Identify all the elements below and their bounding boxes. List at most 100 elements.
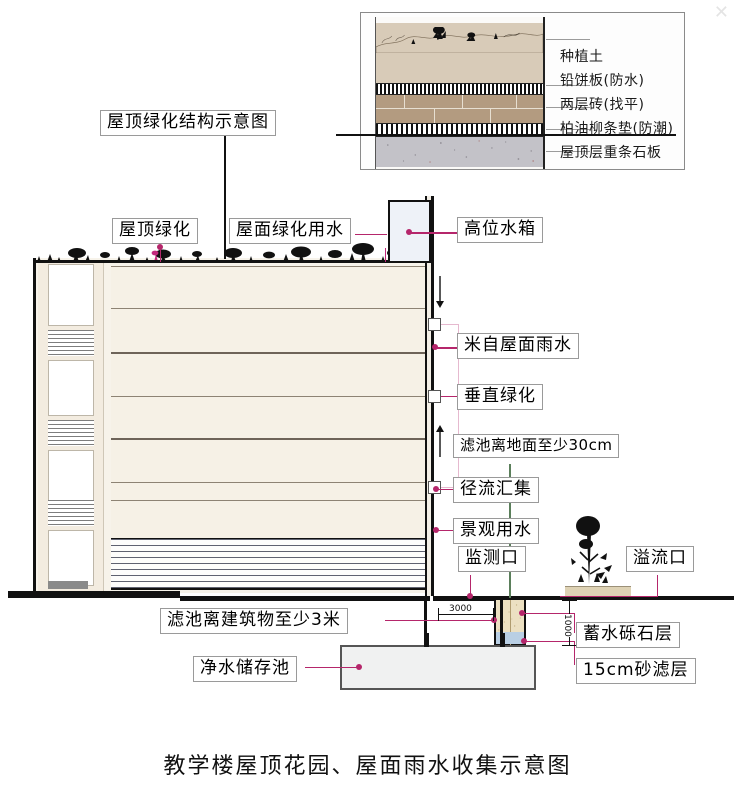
leader-vertical-greening xyxy=(441,396,458,397)
callout-roof-structure-caption: 屋顶绿化结构示意图 xyxy=(100,110,276,136)
leader-dot xyxy=(491,617,497,623)
cistern-inlet-pipe xyxy=(424,633,429,647)
caption-connector-horizontal xyxy=(336,134,676,136)
detail-layer-lead-board xyxy=(376,83,543,95)
stair-core xyxy=(38,260,104,591)
callout-high-water-tank: 高位水箱 xyxy=(457,217,543,243)
leader-roof-rainwater xyxy=(435,347,458,349)
leader-dot xyxy=(432,344,438,350)
clean-water-storage-tank xyxy=(340,645,536,690)
detail-layer-stone-slab xyxy=(376,137,543,167)
figure-title: 教学楼屋顶花园、屋面雨水收集示意图 xyxy=(163,754,572,779)
stair-louver xyxy=(48,420,94,446)
stair-louver xyxy=(48,330,94,356)
callout-overflow-port: 溢流口 xyxy=(626,546,694,572)
detail-layer-brick xyxy=(376,95,543,123)
detail-label-stone-slab: 屋顶层重条石板 xyxy=(560,145,662,161)
planting-bed xyxy=(565,586,631,596)
leader-bracket-bot xyxy=(441,487,459,488)
dimension-3000-value: 3000 xyxy=(448,604,473,614)
callout-monitoring-port: 监测口 xyxy=(458,546,526,572)
filter-to-cistern-pipe xyxy=(500,600,503,636)
callout-roof-greening: 屋顶绿化 xyxy=(112,218,198,244)
flow-up-arrow-icon xyxy=(436,425,444,457)
cistern-outlet-pipe xyxy=(500,633,505,647)
facade-floor xyxy=(111,500,433,538)
leader-monitoring-port xyxy=(470,575,471,597)
detail-label-brick: 两层砖(找平) xyxy=(560,97,645,113)
stair-base xyxy=(48,581,88,589)
facade-louver-band xyxy=(111,538,433,590)
callout-vertical-greening: 垂直绿化 xyxy=(457,384,543,410)
leader-sand-v xyxy=(574,641,575,665)
callout-from-roof-rainwater: 米自屋面雨水 xyxy=(457,333,579,359)
leader-bracket-link xyxy=(458,324,459,397)
leader-dot xyxy=(433,486,439,492)
downfeed-pipe xyxy=(424,600,427,636)
leader-gravel-v xyxy=(574,613,575,633)
callout-runoff-collection: 径流汇集 xyxy=(453,477,539,503)
callout-landscape-water: 景观用水 xyxy=(453,518,539,544)
facade-floor xyxy=(111,396,433,438)
stair-window xyxy=(48,530,94,586)
callout-roof-greening-water: 屋面绿化用水 xyxy=(229,218,351,244)
flow-down-arrow-icon xyxy=(436,276,444,308)
dimension-1000-value: 1000 xyxy=(561,614,573,637)
detail-leader-soil xyxy=(546,39,590,40)
slab-speckle-texture xyxy=(387,140,535,163)
facade-floor xyxy=(111,352,433,396)
facade-floor xyxy=(111,482,433,500)
leader-filter-distance xyxy=(385,620,495,621)
callout-filter-from-building: 滤池离建筑物至少3米 xyxy=(160,608,348,634)
watermark-x-icon: ✕ xyxy=(713,2,729,23)
detail-leader-brick xyxy=(546,107,590,108)
detail-layer-stack xyxy=(375,17,545,169)
dimension-1000: 1000 xyxy=(560,600,578,646)
soil-surface-plants-icon xyxy=(376,27,543,53)
detail-leader-lead xyxy=(546,85,590,86)
ground-line-center xyxy=(180,596,430,601)
detail-layer-asphalt-mat xyxy=(376,123,543,137)
callout-filter-above-ground: 滤池离地面至少30cm xyxy=(453,434,620,458)
detail-label-planting-soil: 种植土 xyxy=(560,49,604,65)
filter-divider xyxy=(510,600,511,646)
facade-floor xyxy=(111,308,433,352)
facade-floor xyxy=(111,438,433,482)
leader-overflow-port xyxy=(657,575,658,597)
dimension-3000: 3000 xyxy=(438,604,494,621)
sand-texture xyxy=(498,604,521,631)
leader-dot xyxy=(519,610,525,616)
leader-dot xyxy=(157,244,163,250)
stair-window xyxy=(48,450,94,502)
stair-window xyxy=(48,360,94,416)
building-elevation xyxy=(33,258,433,593)
leader-clean-water-storage xyxy=(305,667,360,668)
ground-line-left xyxy=(8,591,180,598)
leader-dot xyxy=(433,527,439,533)
roof-structure-detail-inset xyxy=(360,12,685,170)
leader-landscape-water xyxy=(437,530,454,531)
callout-clean-water-storage: 净水储存池 xyxy=(193,656,297,682)
leader-dot xyxy=(521,638,527,644)
leader-roof-green-water xyxy=(385,248,386,262)
caption-connector-vertical xyxy=(224,134,226,259)
leader-roof-green-water-h xyxy=(355,234,387,235)
leader-dot xyxy=(467,593,473,599)
callout-sand-filter-layer: 15cm砂滤层 xyxy=(576,658,696,684)
leader-dot xyxy=(406,229,412,235)
shrub-tree-icon xyxy=(571,516,612,584)
leader-sand-layer xyxy=(524,641,574,642)
stair-louver xyxy=(48,500,94,526)
leader-dot xyxy=(356,664,362,670)
detail-leader-slab xyxy=(546,151,590,152)
vertical-greening-bracket xyxy=(428,318,441,331)
leader-overflow-h xyxy=(560,596,658,597)
building-facade xyxy=(111,258,433,593)
detail-label-asphalt-mat: 柏油柳条垫(防潮) xyxy=(560,121,674,137)
detail-label-lead-board: 铅饼板(防水) xyxy=(560,73,645,89)
leader-high-tank xyxy=(410,232,458,234)
vertical-greening-bracket xyxy=(428,390,441,403)
leader-roof-greening xyxy=(160,248,161,262)
detail-layer-planting-soil xyxy=(376,23,543,83)
